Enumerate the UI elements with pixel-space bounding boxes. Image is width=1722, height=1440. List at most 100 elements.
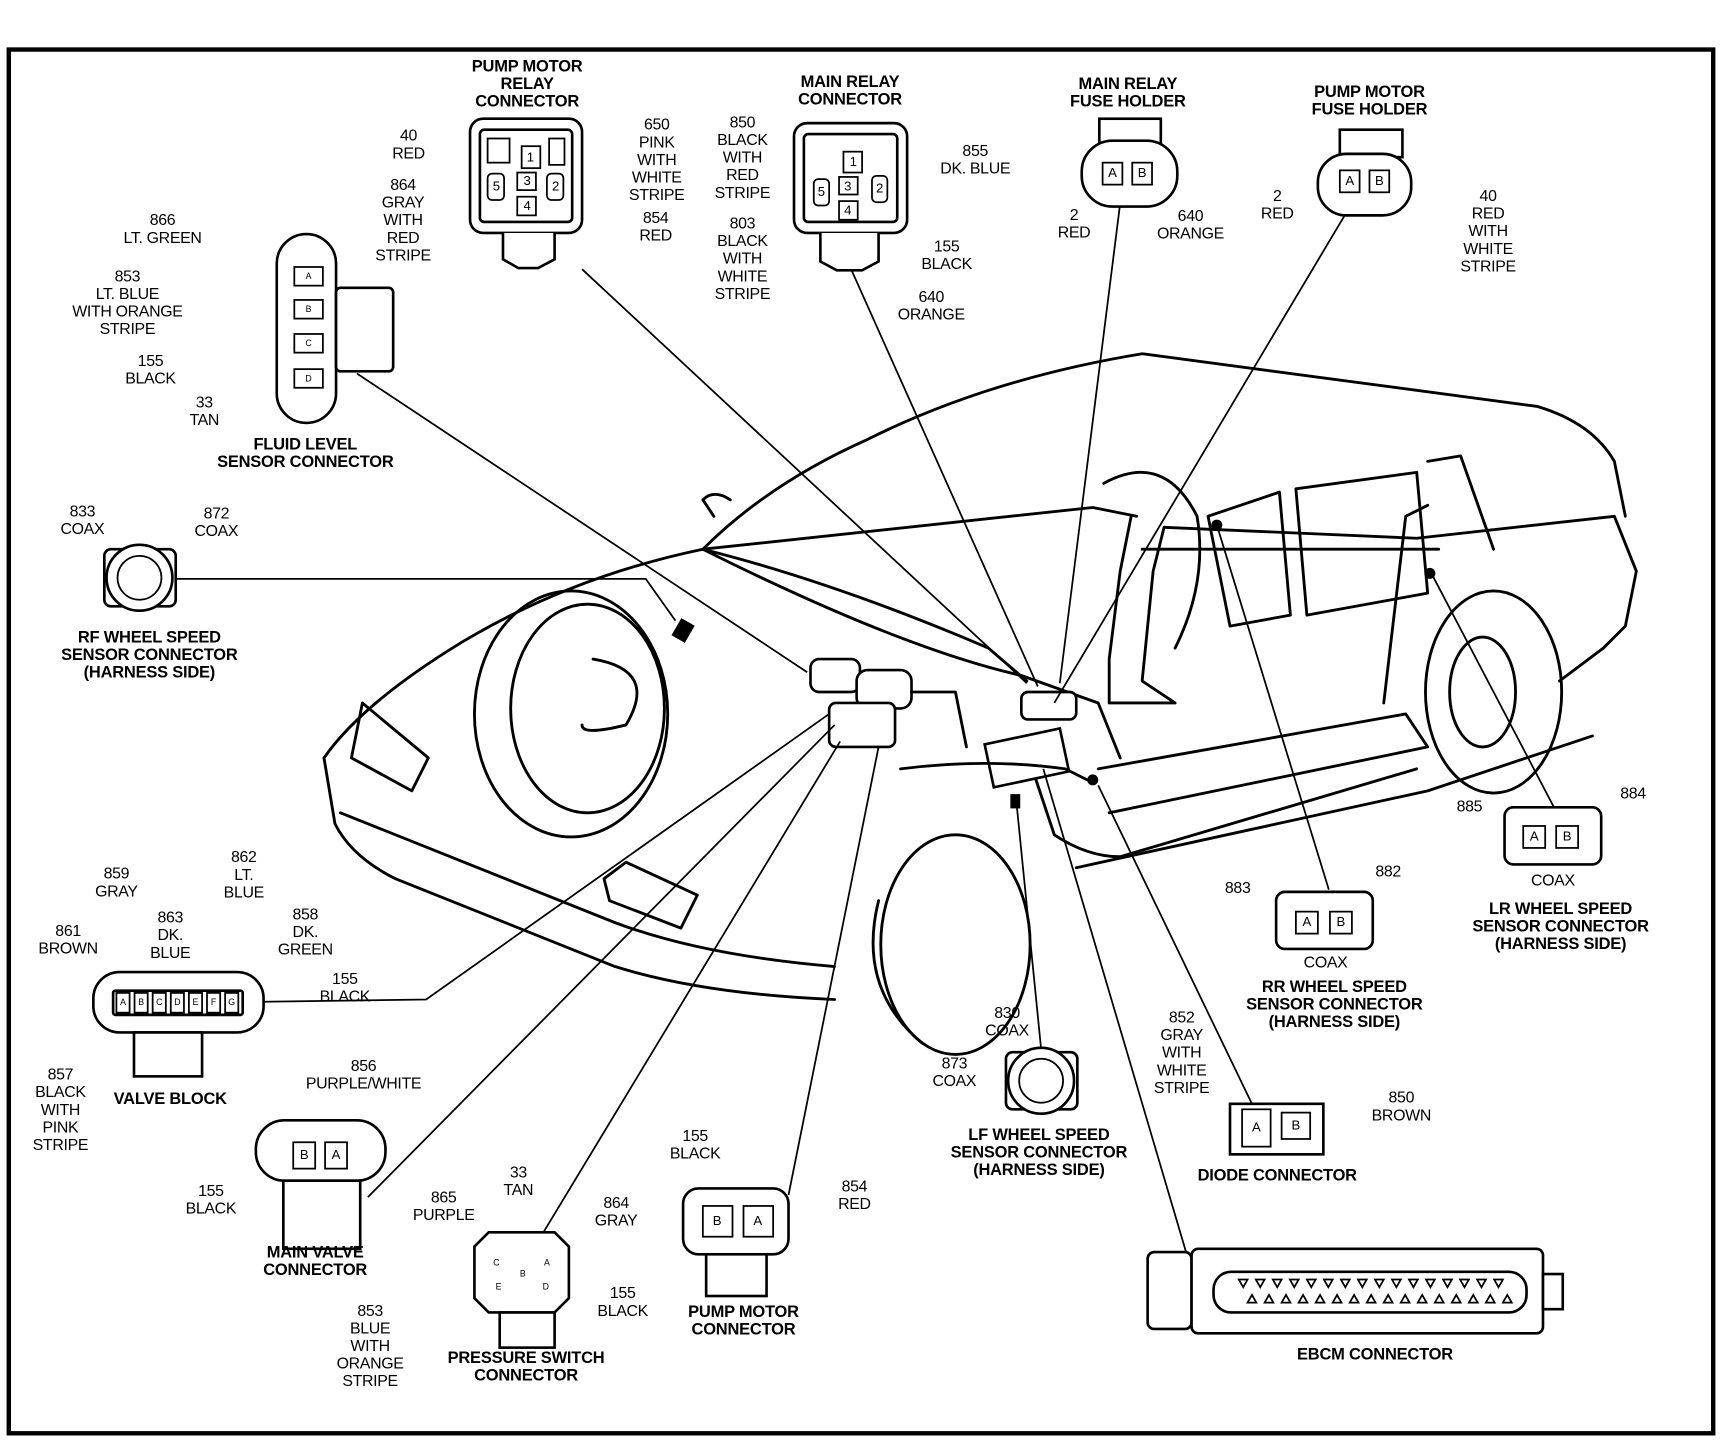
label-line: 830 — [994, 1005, 1020, 1022]
ebcm-pin — [1492, 1278, 1505, 1289]
label-line: RED — [392, 145, 425, 162]
label-line: WHITE — [1463, 241, 1513, 258]
label-line: RED — [1058, 224, 1091, 241]
label-line: WITH — [41, 1102, 80, 1119]
label-line: WITH — [1162, 1045, 1201, 1062]
label-line: SENSOR CONNECTOR — [1246, 995, 1423, 1013]
pin-cavity — [206, 992, 222, 1014]
label-line: PURPLE — [413, 1207, 475, 1224]
label-line: (HARNESS SIDE) — [1269, 1013, 1400, 1031]
label-line: MAIN RELAY — [801, 73, 900, 91]
label-line: FUSE HOLDER — [1070, 93, 1186, 111]
pin-label: D — [305, 373, 311, 383]
label-line: 865 — [431, 1190, 457, 1207]
pin-label: A — [1108, 165, 1117, 180]
pin-label: 3 — [844, 178, 851, 193]
label-line: GREEN — [278, 941, 333, 958]
label-line: BLACK — [125, 370, 176, 387]
pin-label: B — [138, 997, 144, 1007]
fluid-level-sensor-connector — [275, 232, 395, 425]
ebcm-pin — [1254, 1278, 1267, 1289]
ebcm-pin — [1246, 1293, 1258, 1304]
label-line: 873 — [942, 1056, 968, 1073]
label-line: FLUID LEVEL — [253, 435, 357, 453]
label-line: 850 — [1389, 1090, 1415, 1107]
pin-label: B — [1337, 914, 1346, 929]
label-line: 155 — [610, 1285, 636, 1302]
label-line: RED — [387, 230, 420, 247]
cable-type-label: COAX — [1531, 872, 1575, 889]
label-line: GRAY — [595, 1213, 638, 1230]
label-line: 857 — [48, 1067, 74, 1084]
label-line: 882 — [1375, 863, 1401, 880]
label-line: DK. — [293, 924, 319, 941]
pin-cavity — [169, 992, 185, 1014]
leader-lines — [175, 203, 1555, 1253]
label-line: 155 — [198, 1183, 224, 1200]
label-line: TAN — [504, 1182, 534, 1199]
pin-label: E — [193, 997, 199, 1007]
label-line: 858 — [293, 906, 319, 923]
pin-label: A — [1302, 914, 1311, 929]
label-line: WITH — [637, 152, 676, 169]
pin-label: C — [493, 1257, 499, 1267]
label-line: 33 — [196, 395, 214, 412]
label-line: 866 — [150, 212, 176, 229]
label-line: STRIPE — [375, 247, 430, 264]
pin-label: A — [1345, 173, 1354, 188]
wire-label: 884 — [1620, 786, 1646, 803]
pin-label: B — [520, 1268, 526, 1278]
label-line: BLUE — [150, 945, 190, 962]
label-line: 853 — [357, 1303, 383, 1320]
pin-label: A — [1252, 1119, 1261, 1134]
label-line: PUMP MOTOR — [1314, 83, 1425, 101]
label-line: GRAY — [95, 883, 138, 900]
wire-label: 883 — [1225, 880, 1251, 897]
label-line: CONNECTOR — [798, 90, 902, 108]
label-line: BLACK — [186, 1201, 237, 1218]
pin-label: 1 — [850, 154, 857, 169]
pin-label: E — [496, 1282, 502, 1292]
label-line: RF WHEEL SPEED — [78, 629, 221, 647]
pump-motor-fuse-holder — [1316, 128, 1413, 217]
label-line: BLACK — [670, 1146, 721, 1163]
label-line: LT. — [234, 867, 253, 884]
label-line: PRESSURE SWITCH — [448, 1349, 605, 1367]
pin-label: A — [544, 1257, 550, 1267]
pin-label: B — [1375, 173, 1384, 188]
label-line: 640 — [1178, 208, 1204, 225]
pin-cavity — [188, 992, 203, 1014]
label-line: 854 — [842, 1179, 868, 1196]
ebcm-pin — [1263, 1293, 1275, 1304]
label-line: WITH — [1468, 223, 1507, 240]
label-line: 885 — [1457, 799, 1483, 816]
label-line: SENSOR CONNECTOR — [61, 646, 238, 664]
label-line: SENSOR CONNECTOR — [1472, 917, 1649, 935]
label-line: 862 — [231, 849, 257, 866]
label-line: LT. GREEN — [124, 230, 202, 247]
label-line: 40 — [1480, 188, 1498, 205]
label-line: CONNECTOR — [263, 1261, 367, 1279]
label-line: WHITE — [718, 268, 768, 285]
wire-label: 885 — [1457, 799, 1483, 816]
pin-label: 4 — [844, 202, 851, 217]
label-line: WITH — [723, 251, 762, 268]
label-line: DK. BLUE — [940, 161, 1010, 178]
label-line: STRIPE — [342, 1373, 397, 1390]
label-line: BROWN — [38, 940, 97, 957]
label-line: STRIPE — [100, 321, 155, 338]
